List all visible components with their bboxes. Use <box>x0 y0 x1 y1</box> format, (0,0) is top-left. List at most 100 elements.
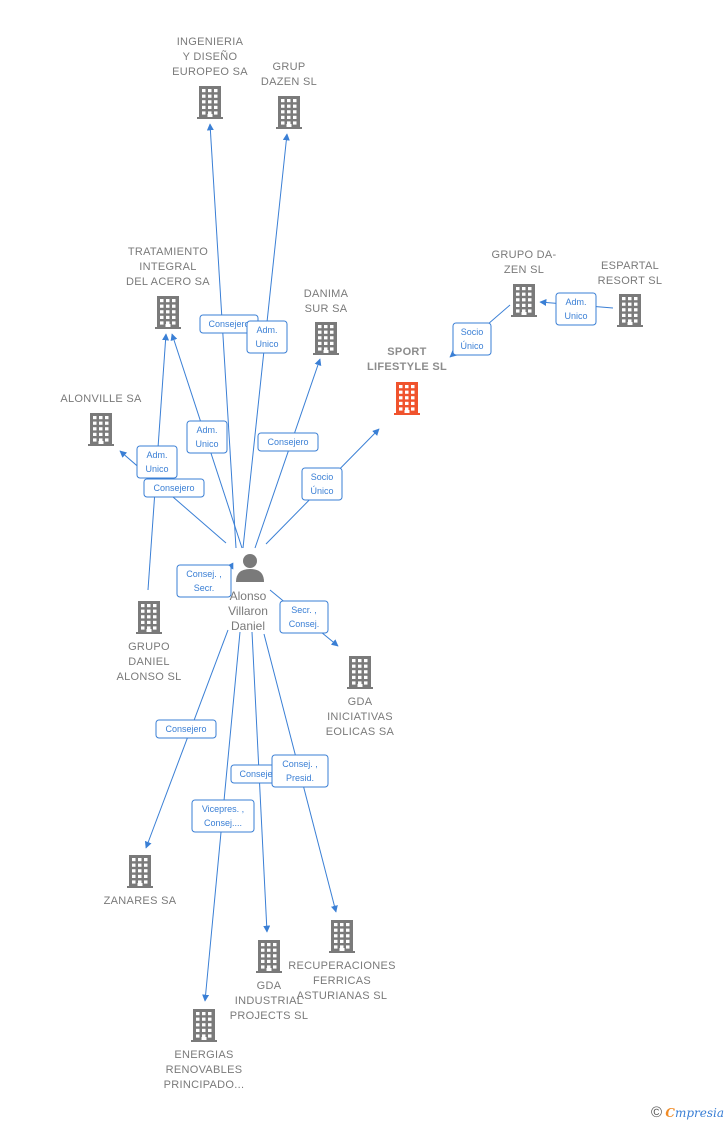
edge-label-text: Adm. <box>565 297 586 307</box>
node-label: ZANARES SA <box>104 895 177 907</box>
building-icon <box>394 382 420 415</box>
edge-line <box>254 358 322 549</box>
edge-label-text: Vicepres. , <box>202 804 244 814</box>
building-icon <box>329 920 355 953</box>
building-icon <box>347 656 373 689</box>
building-icon <box>191 1009 217 1042</box>
edge-label-box <box>271 754 329 788</box>
company-node[interactable]: GRUPO DA- ZEN SL <box>491 249 556 317</box>
edge-label[interactable]: Consej. ,Secr. <box>176 564 232 598</box>
node-label: GRUP <box>273 61 306 73</box>
node-label: ZEN SL <box>504 264 544 276</box>
edge-label-text: Consej.... <box>204 818 242 828</box>
edge-label-box <box>452 322 492 356</box>
node-label: ESPARTAL <box>601 260 659 272</box>
node-label: LIFESTYLE SL <box>367 361 447 373</box>
company-node[interactable]: ZANARES SA <box>104 855 177 907</box>
edge-label[interactable]: Adm.Unico <box>186 420 228 454</box>
building-icon <box>197 86 223 119</box>
edge-label[interactable]: Consejero <box>257 432 319 452</box>
company-node[interactable]: TRATAMIENTO INTEGRAL DEL ACERO SA <box>126 246 210 329</box>
company-node[interactable]: ALONVILLE SA <box>60 393 142 446</box>
edge-label-text: Consejero <box>165 724 206 734</box>
building-icon <box>313 322 339 355</box>
edge-label-box <box>191 799 255 833</box>
edge-label-text: Consej. , <box>282 759 318 769</box>
edge-label[interactable]: Consejero <box>155 719 217 739</box>
node-label: INICIATIVAS <box>327 711 393 723</box>
building-icon <box>511 284 537 317</box>
edge-label-text: Adm. <box>256 325 277 335</box>
node-label: RENOVABLES <box>166 1064 243 1076</box>
company-node[interactable]: GRUP DAZEN SL <box>261 61 317 129</box>
building-icon <box>127 855 153 888</box>
node-label: Villaron <box>228 604 268 618</box>
edge-line <box>206 123 237 549</box>
edge-label[interactable]: Vicepres. , Consej.... <box>191 799 255 833</box>
node-label: FERRICAS <box>313 975 371 987</box>
edge-label[interactable]: Consejero <box>143 478 205 498</box>
node-label: SUR SA <box>305 303 348 315</box>
node-label: TRATAMIENTO <box>128 246 208 258</box>
edge-label-text: Secr. <box>194 583 215 593</box>
edge-label-box <box>186 420 228 454</box>
edge-label-box <box>143 478 205 498</box>
node-label: PRINCIPADO... <box>164 1079 245 1091</box>
edge-label-box <box>555 292 597 326</box>
edge-label[interactable]: Adm. Unico <box>246 320 288 354</box>
node-label: EUROPEO SA <box>172 66 248 78</box>
node-label: DANIMA <box>304 288 349 300</box>
edge-label-text: Consej. <box>289 619 320 629</box>
edge-line <box>144 629 229 849</box>
edge-label-text: Presid. <box>286 773 314 783</box>
node-label: Daniel <box>231 619 265 633</box>
building-icon <box>136 601 162 634</box>
node-label: GDA <box>348 696 373 708</box>
footer-brand: © Cmpresia <box>651 1104 724 1121</box>
edge-label[interactable]: Secr. ,Consej. <box>279 600 329 634</box>
node-label: DAZEN SL <box>261 76 317 88</box>
company-node[interactable]: ESPARTAL RESORT SL <box>598 260 663 327</box>
edge-label-text: Socio <box>461 327 484 337</box>
building-icon <box>256 940 282 973</box>
node-label: RESORT SL <box>598 275 663 287</box>
edge-label-text: Único <box>310 486 333 496</box>
company-node[interactable]: DANIMA SUR SA <box>304 288 349 355</box>
edge-label-text: Unico <box>255 339 278 349</box>
node-label: GDA <box>257 980 282 992</box>
edge-label-text: Adm. <box>196 425 217 435</box>
edge-label[interactable]: Consej. , Presid. <box>271 754 329 788</box>
edge-label[interactable]: Adm.Unico <box>136 445 178 479</box>
node-label: GRUPO DA- <box>491 249 556 261</box>
edge-label[interactable]: Adm. Unico <box>555 292 597 326</box>
brand-initial: C <box>665 1106 675 1120</box>
company-node[interactable]: ENERGIASRENOVABLESPRINCIPADO... <box>164 1009 245 1091</box>
edge-label-text: Consejero <box>267 437 308 447</box>
company-node[interactable]: SPORT LIFESTYLE SL <box>367 346 447 415</box>
node-label: ALONSO SL <box>116 671 181 683</box>
edge-label-box <box>246 320 288 354</box>
edge-label-text: Consejero <box>153 483 194 493</box>
company-node[interactable]: GDA INICIATIVAS EOLICAS SA <box>326 656 395 738</box>
node-label: Y DISEÑO <box>183 50 238 63</box>
node-label: SPORT <box>387 346 426 358</box>
node-label: EOLICAS SA <box>326 726 395 738</box>
building-icon <box>155 296 181 329</box>
node-label: DEL ACERO SA <box>126 276 210 288</box>
building-icon <box>88 413 114 446</box>
edge-label-text: Consejero <box>208 319 249 329</box>
node-label: GRUPO <box>128 641 170 653</box>
edge-label-text: Consejero <box>239 769 280 779</box>
node-label: Alonso <box>230 589 267 603</box>
node-label: ASTURIANAS SL <box>297 990 388 1002</box>
edge-label-text: Unico <box>564 311 587 321</box>
node-label: INTEGRAL <box>139 261 196 273</box>
